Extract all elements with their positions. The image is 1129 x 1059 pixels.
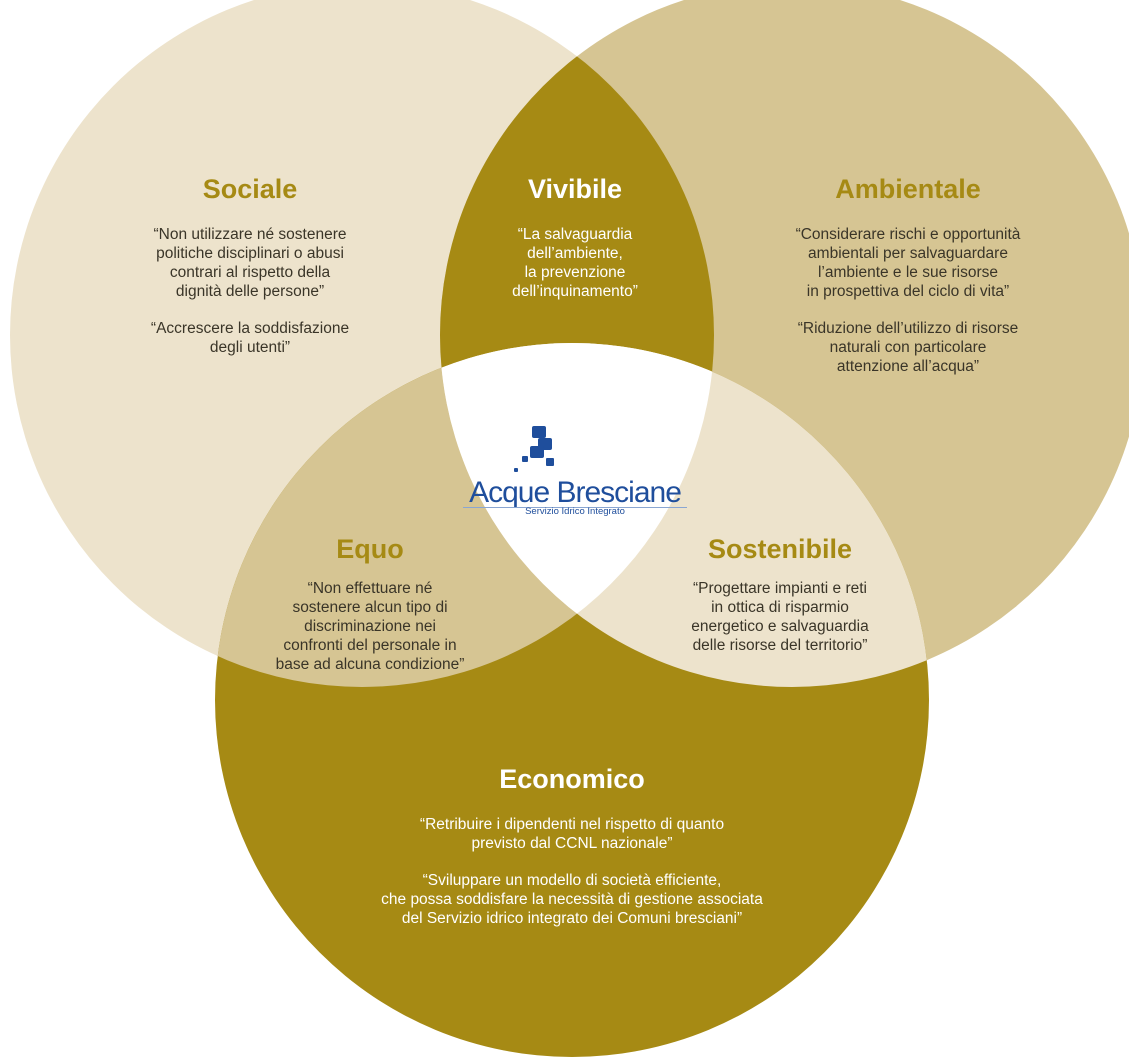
sociale-section: Sociale “Non utilizzare né sostenere pol… xyxy=(105,173,395,357)
equo-section: Equo “Non effettuare né sostenere alcun … xyxy=(245,533,495,674)
vivibile-section: Vivibile “La salvaguardia dell’ambiente,… xyxy=(475,173,675,301)
economico-title: Economico xyxy=(499,764,645,794)
logo-subtitle: Servizio Idrico Integrato xyxy=(525,506,625,517)
economico-quote-2: “Sviluppare un modello di società effici… xyxy=(381,872,763,927)
ambientale-quote-2: “Riduzione dell’utilizzo di risorse natu… xyxy=(797,320,1019,375)
ambientale-title: Ambientale xyxy=(835,174,981,204)
sociale-quote-2: “Accrescere la soddisfazione degli utent… xyxy=(150,320,350,356)
economico-section: Economico “Retribuire i dipendenti nel r… xyxy=(322,763,822,928)
sostenibile-section: Sostenibile “Progettare impianti e reti … xyxy=(655,533,905,655)
vivibile-quote: “La salvaguardia dell’ambiente, la preve… xyxy=(512,226,638,300)
equo-title: Equo xyxy=(336,534,404,564)
water-drops-icon xyxy=(514,426,554,472)
sostenibile-quote: “Progettare impianti e reti in ottica di… xyxy=(691,580,869,654)
sostenibile-title: Sostenibile xyxy=(707,534,853,564)
logo-name: Acque Bresciane xyxy=(469,476,682,509)
economico-quote-1: “Retribuire i dipendenti nel rispetto di… xyxy=(419,816,725,852)
equo-quote: “Non effettuare né sostenere alcun tipo … xyxy=(275,580,465,673)
vivibile-title: Vivibile xyxy=(527,174,623,204)
sociale-title: Sociale xyxy=(202,174,298,204)
ambientale-section: Ambientale “Considerare rischi e opportu… xyxy=(748,173,1068,376)
logo-rule xyxy=(463,507,687,508)
acque-bresciane-logo: Acque Bresciane Servizio Idrico Integrat… xyxy=(455,420,695,530)
overlap-sostenibile xyxy=(440,343,929,687)
overlap-equo xyxy=(215,343,714,687)
sociale-quote-1: “Non utilizzare né sostenere politiche d… xyxy=(153,226,347,300)
ambientale-quote-1: “Considerare rischi e opportunità ambien… xyxy=(795,226,1021,300)
